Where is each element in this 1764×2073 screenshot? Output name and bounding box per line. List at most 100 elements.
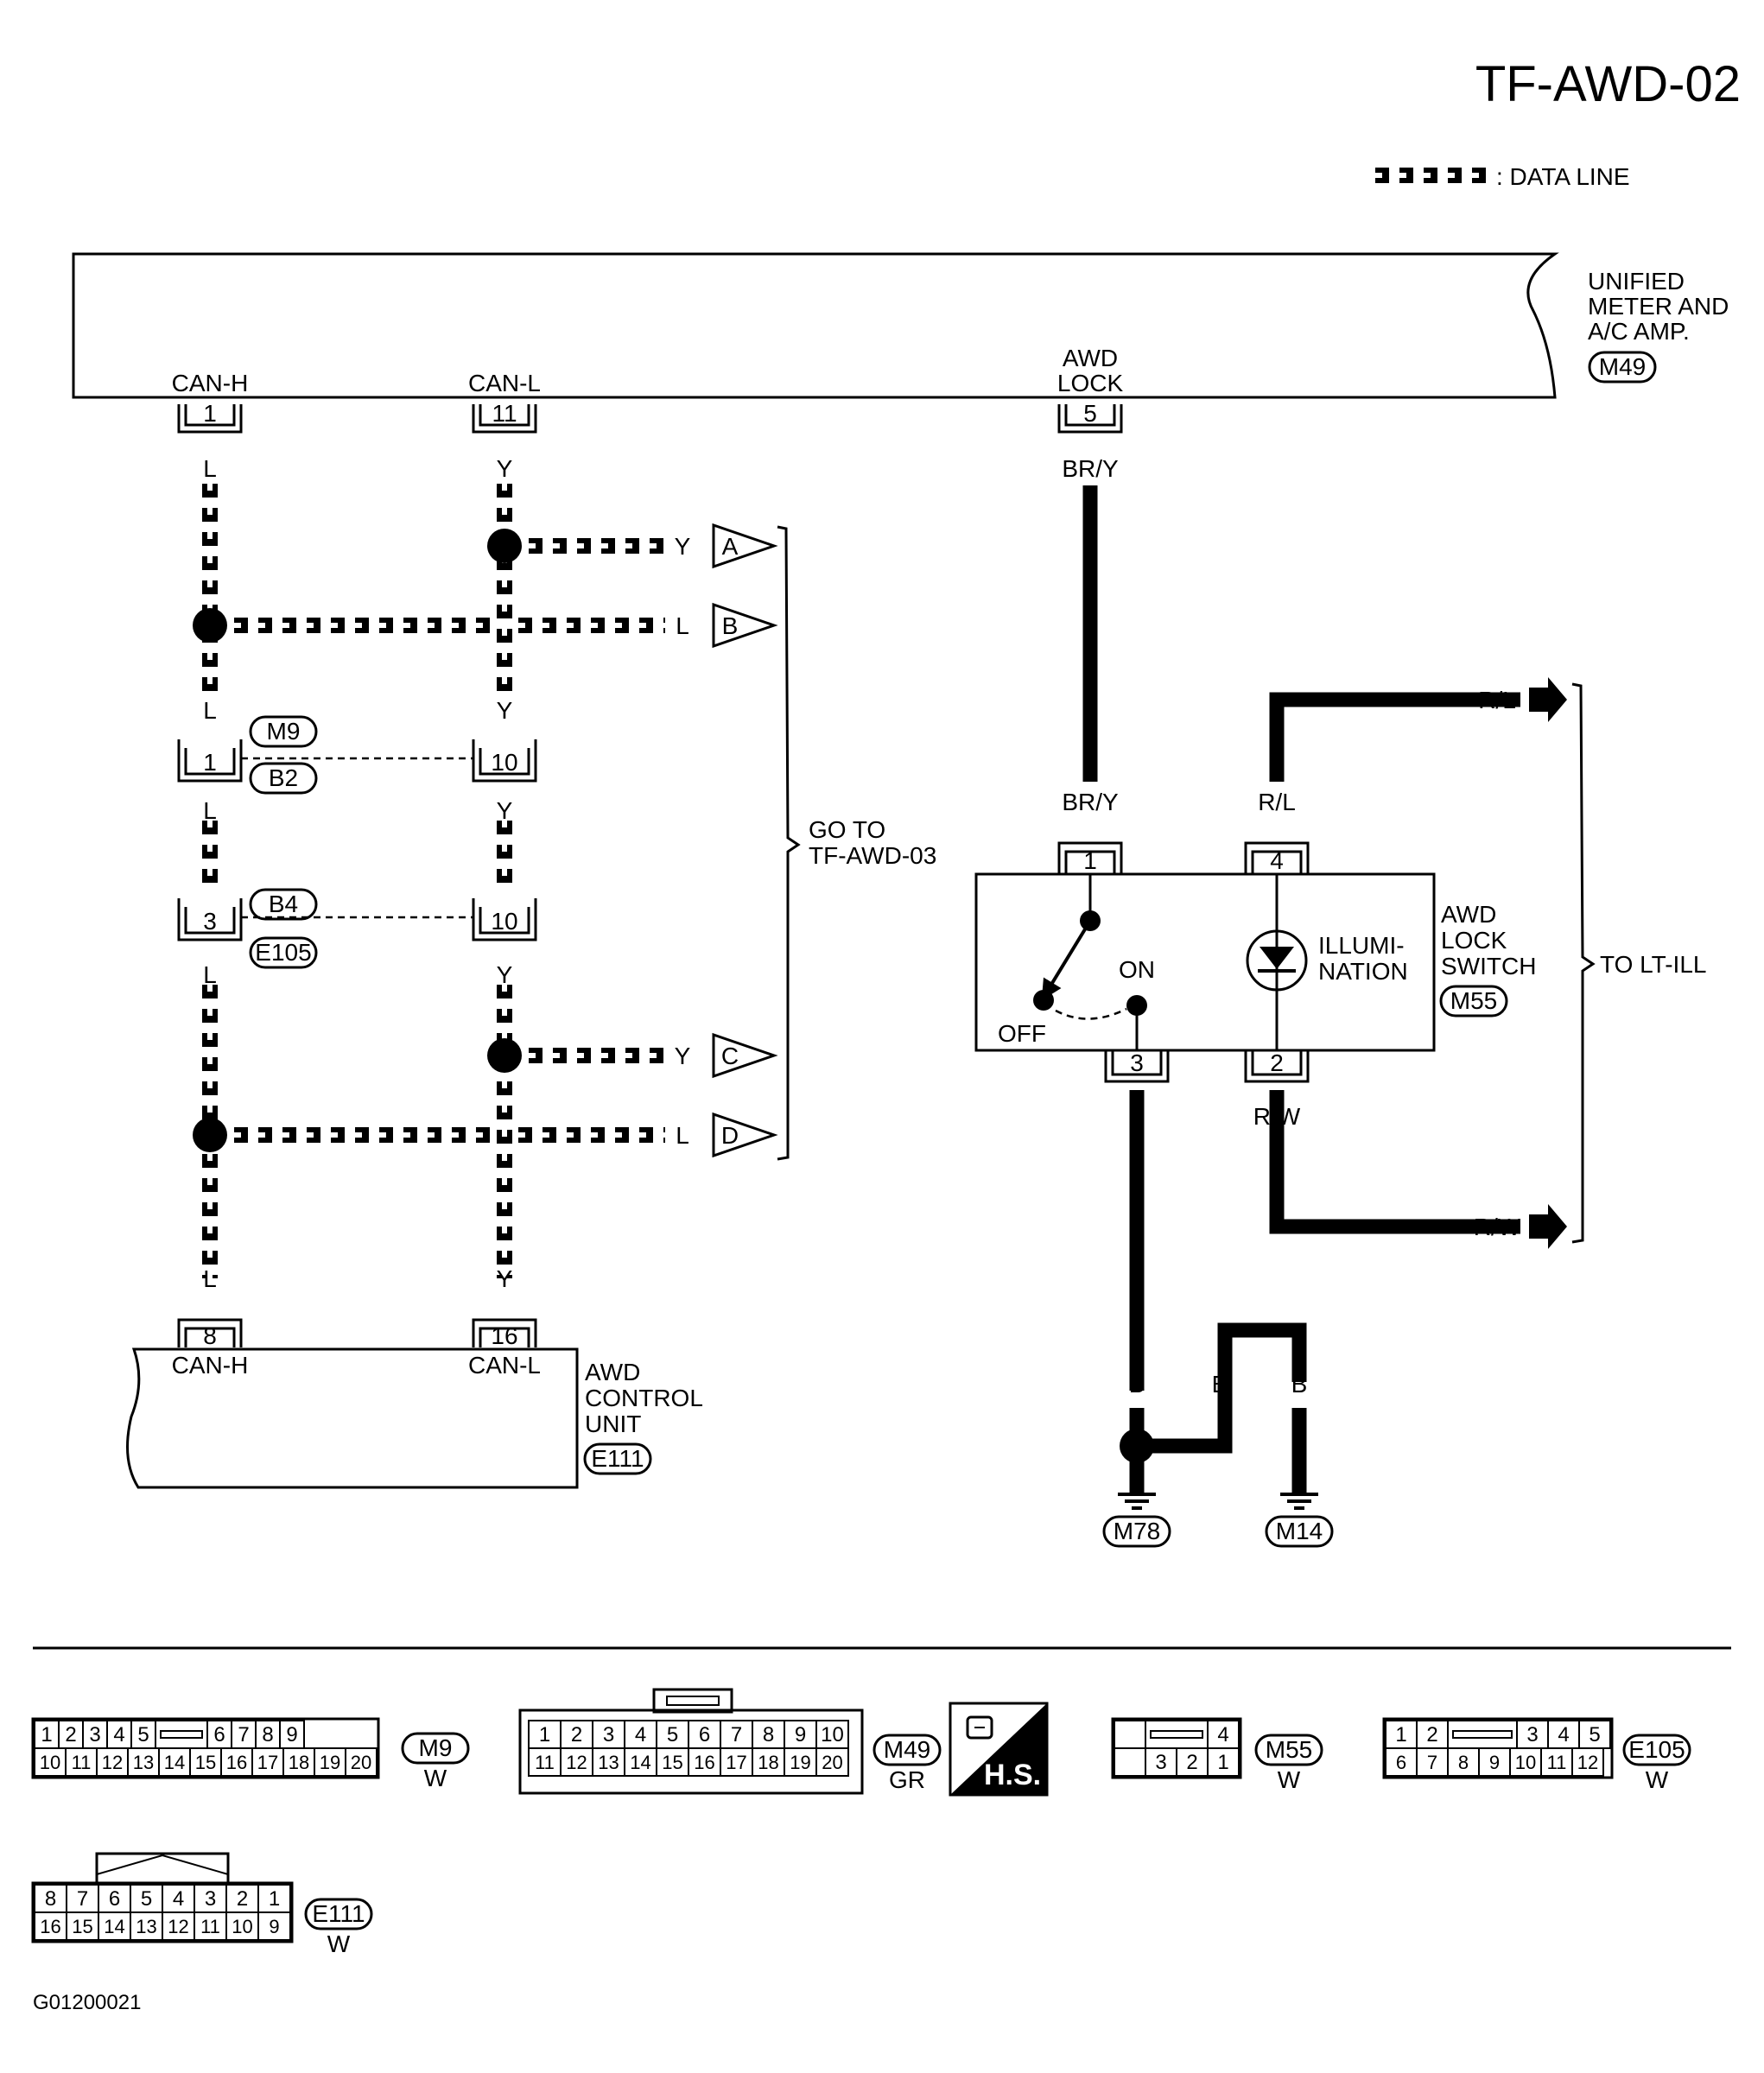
pin-number: 11 [1547, 1752, 1567, 1773]
wire-color-label: B [1129, 1103, 1145, 1130]
arrow-r-l [1529, 677, 1567, 722]
illum-r-w-wire [1269, 1090, 1520, 1234]
wire-color-label: Y [497, 797, 513, 824]
connector-color: W [424, 1765, 447, 1791]
pin-number: 13 [136, 1916, 156, 1937]
pin-number: 4 [173, 1887, 184, 1911]
splice-dot [487, 1038, 522, 1073]
pin-number: 8 [1458, 1752, 1469, 1773]
control-pin-can-l-label: CAN-L [468, 1352, 541, 1379]
switch-name-3: SWITCH [1441, 953, 1536, 979]
pin-number: 15 [662, 1752, 682, 1773]
svg-text:2: 2 [1270, 1049, 1284, 1076]
wire-color-label: L [203, 961, 217, 988]
pin-number: 1 [269, 1887, 280, 1911]
pin-number: 12 [102, 1752, 123, 1773]
pin-number: 4 [113, 1723, 124, 1747]
pin-number: 11 [535, 1752, 555, 1773]
wire-color-label: Y [497, 455, 513, 482]
pin-number: 4 [1558, 1723, 1569, 1747]
pin-number: 14 [630, 1752, 650, 1773]
svg-text:1: 1 [1083, 847, 1097, 874]
splice-dot [193, 608, 227, 643]
pin-number: 12 [1577, 1752, 1598, 1773]
pin-number: 1 [41, 1723, 52, 1747]
svg-text:D: D [721, 1122, 739, 1149]
wire-color-label: Y [497, 697, 513, 724]
svg-text:L: L [676, 1122, 689, 1149]
connector-color: W [327, 1930, 351, 1957]
pin-number: 9 [269, 1916, 279, 1937]
pin-number: 18 [758, 1752, 778, 1773]
pin-number: 16 [40, 1916, 60, 1937]
pin-number: 9 [795, 1723, 806, 1747]
figure-code: G01200021 [33, 1991, 141, 2014]
pin-number: 17 [726, 1752, 746, 1773]
meter-pin-awd-lock-label-2: LOCK [1057, 370, 1124, 396]
arrow-r-w [1529, 1204, 1567, 1249]
pin-number: 7 [1427, 1752, 1437, 1773]
pin-number: 2 [1426, 1723, 1437, 1747]
illumination-label-1: ILLUMI- [1318, 932, 1405, 959]
connector-color: GR [889, 1766, 925, 1793]
pin-number: 6 [213, 1723, 225, 1747]
page-title: TF-AWD-02 [1475, 56, 1741, 112]
control-unit-id-badge: E111 [591, 1445, 644, 1472]
pin-number: 10 [821, 1723, 844, 1747]
pin-number: 3 [89, 1723, 100, 1747]
pin-number: 11 [72, 1752, 92, 1773]
pin-number: 1 [539, 1723, 550, 1747]
pin-number: 19 [790, 1752, 810, 1773]
svg-text:3: 3 [1130, 1049, 1144, 1076]
svg-text:M78: M78 [1114, 1518, 1160, 1544]
pin-number: 5 [1589, 1723, 1600, 1747]
pin-number: 12 [168, 1916, 188, 1937]
meter-pin-can-h-label: CAN-H [172, 370, 249, 396]
switch-name-1: AWD [1441, 901, 1496, 928]
svg-text:Y: Y [675, 533, 691, 560]
meter-pin-can-h: 1 [177, 400, 243, 434]
control-pin-can-h-label: CAN-H [172, 1352, 249, 1379]
pin-number: 8 [262, 1723, 273, 1747]
pin-number: 7 [238, 1723, 249, 1747]
meter-name-line-1: UNIFIED [1588, 268, 1685, 295]
pin-number: 3 [603, 1723, 614, 1747]
legend-label: : DATA LINE [1496, 163, 1630, 190]
awd-control-unit-box: 8 16 CAN-H CAN-L AWD CONTROL UNIT E111 [126, 1318, 703, 1489]
harness-side-icon: H.S. [949, 1702, 1049, 1797]
connector-id-badge: E105 [1628, 1736, 1685, 1763]
wire-color-label: R/L [1478, 687, 1516, 713]
pin-number: 7 [731, 1723, 742, 1747]
connector-id-badge: M49 [884, 1736, 930, 1763]
svg-text:1: 1 [203, 400, 217, 427]
wire-color-label: B [1291, 1371, 1308, 1398]
wire-color-label: BR/Y [1062, 789, 1119, 815]
branch-arrow-a: Y A [675, 523, 778, 569]
pin-number: 20 [822, 1752, 842, 1773]
meter-name-line-2: METER AND [1588, 293, 1729, 320]
pin-number: 18 [289, 1752, 309, 1773]
wire-color-label: Y [497, 1265, 513, 1292]
pin-number: 1 [1217, 1751, 1228, 1774]
can-h-line [193, 484, 492, 1278]
pin-number: 3 [1526, 1723, 1538, 1747]
switch-name-2: LOCK [1441, 927, 1507, 954]
pin-number: 16 [226, 1752, 247, 1773]
illum-r-l-wire [1269, 692, 1520, 782]
pin-number: 2 [571, 1723, 582, 1747]
pin-number: 20 [351, 1752, 371, 1773]
splice-dot [487, 529, 522, 563]
joint-id-badge: E105 [255, 939, 311, 966]
svg-text:3: 3 [203, 908, 217, 935]
meter-pin-can-l-label: CAN-L [468, 370, 541, 396]
can-l-line [487, 484, 665, 1278]
svg-text:10: 10 [491, 749, 517, 776]
pin-number: 14 [164, 1752, 185, 1773]
pin-number: 2 [1186, 1751, 1197, 1774]
